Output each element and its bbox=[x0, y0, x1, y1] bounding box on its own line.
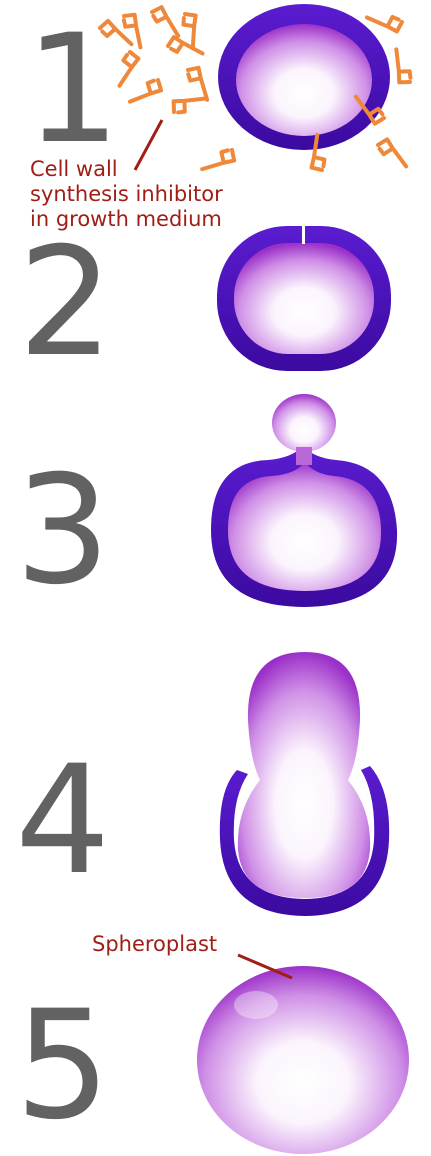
intact-cell bbox=[218, 4, 390, 150]
step-number-2: 2 bbox=[18, 216, 113, 390]
inhibitor-molecule bbox=[377, 137, 406, 171]
inhibitor-label-line-1: Cell wall bbox=[30, 157, 118, 181]
inhibitor-label-line-3: in growth medium bbox=[30, 207, 222, 231]
inhibitor-molecule bbox=[386, 49, 419, 85]
inhibitor-molecule bbox=[183, 66, 212, 100]
inhibitor-leader-line bbox=[135, 120, 162, 170]
inhibitor-molecule bbox=[202, 145, 236, 174]
inhibitor-molecule bbox=[170, 88, 206, 121]
spheroplast-cell bbox=[197, 966, 409, 1154]
spheroplast bbox=[197, 966, 409, 1154]
weakened-cell bbox=[217, 224, 391, 371]
step-number-4: 4 bbox=[15, 734, 110, 908]
wall-crack bbox=[302, 224, 305, 244]
membrane-bulge bbox=[272, 394, 336, 452]
cytoplasm bbox=[236, 24, 372, 136]
inhibitor-molecule bbox=[166, 29, 203, 67]
escaping-cytoplasm bbox=[238, 652, 370, 898]
bulging-cell bbox=[211, 394, 397, 607]
step-number-5: 5 bbox=[15, 979, 110, 1153]
step-number-3: 3 bbox=[15, 444, 110, 618]
spheroplast-highlight bbox=[234, 991, 278, 1019]
inhibitor-molecule bbox=[130, 78, 162, 105]
escaping-cell bbox=[220, 652, 389, 916]
inhibitor-label-line-2: synthesis inhibitor bbox=[30, 182, 223, 206]
cytoplasm bbox=[234, 243, 374, 354]
inhibitor-molecule bbox=[172, 11, 208, 49]
spheroplast-label: Spheroplast bbox=[92, 932, 217, 956]
inhibitor-molecule bbox=[152, 6, 179, 38]
inhibitor-molecule bbox=[117, 12, 148, 47]
bulge-neck bbox=[296, 447, 312, 465]
step-number-1: 1 bbox=[25, 3, 120, 177]
